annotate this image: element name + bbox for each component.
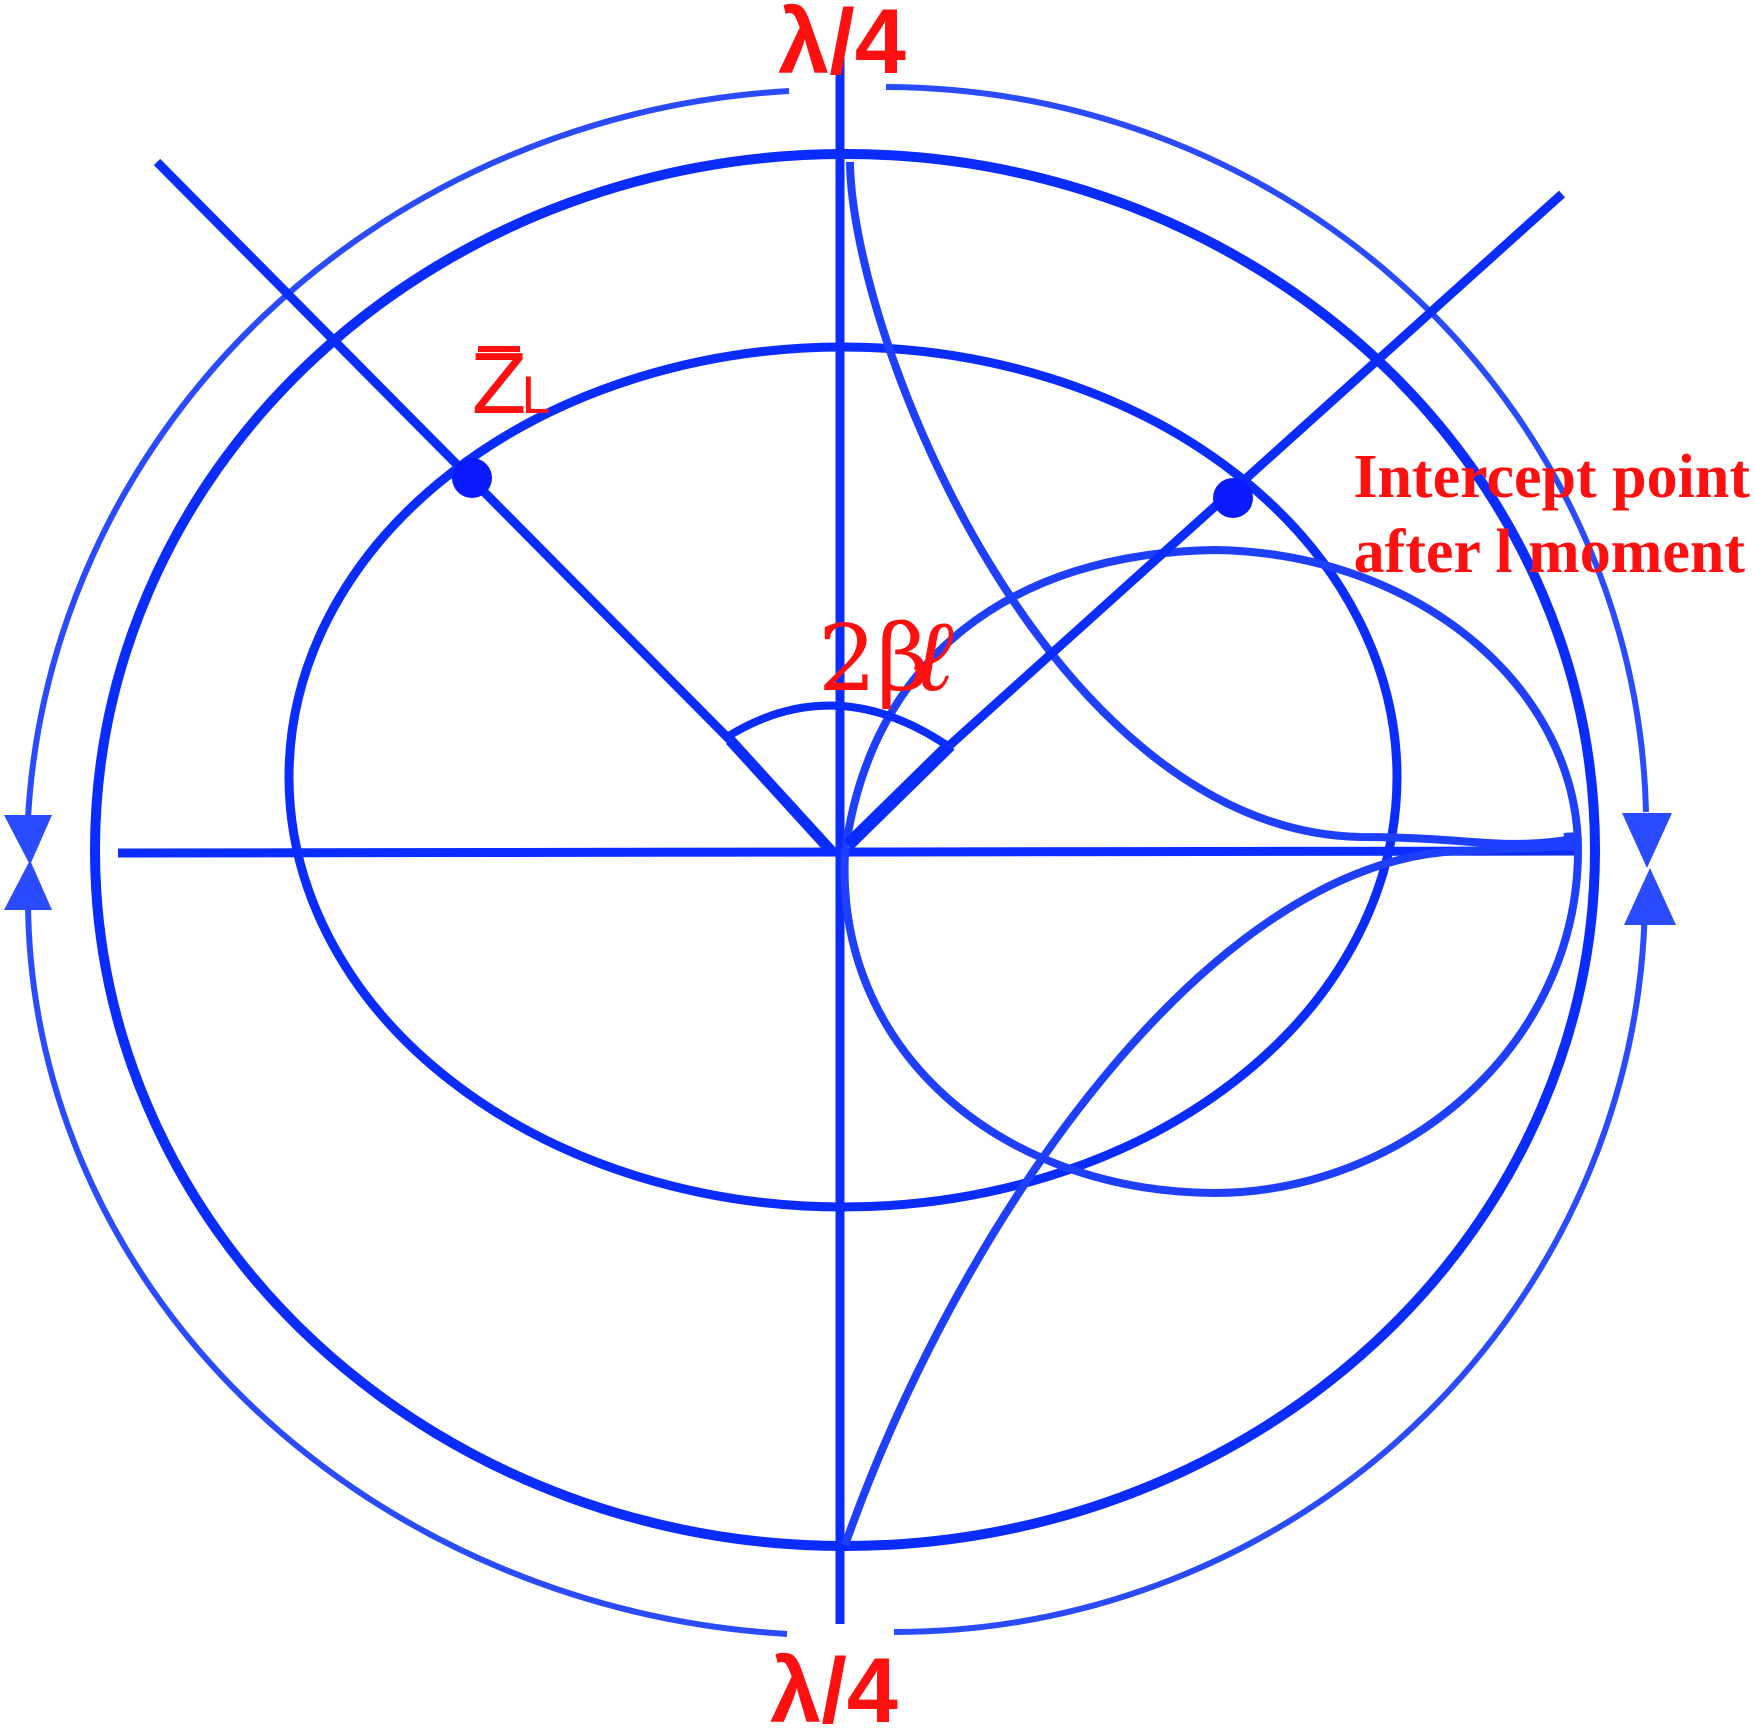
reactance-curve-upper xyxy=(846,161,1580,848)
arc-top-right xyxy=(885,84,1649,813)
chart-curves xyxy=(840,161,1583,1547)
angle-label-ell: ℓ xyxy=(912,597,954,714)
arrow-down-right-icon xyxy=(1622,813,1672,868)
arrow-up-right-icon xyxy=(1624,868,1676,925)
intercept-label-line1: Intercept point xyxy=(1353,443,1750,511)
bottom-quarter-wave-label: λ/4 xyxy=(770,1640,898,1728)
radial-line-load-inner xyxy=(725,736,838,857)
angle-label-prefix: 2β xyxy=(818,605,930,712)
load-impedance-symbol: Z xyxy=(471,338,527,433)
load-impedance-subscript: L xyxy=(521,367,549,425)
arc-bottom-left xyxy=(25,899,788,1637)
radial-line-intercept-inner xyxy=(843,740,955,850)
radial-lines xyxy=(153,158,1566,857)
intercept-label-line2: after l moment xyxy=(1354,518,1746,586)
angle-arc xyxy=(724,701,951,750)
arc-bottom-right xyxy=(893,889,1649,1635)
arrow-heads-right-icon xyxy=(1622,813,1676,925)
arrow-heads-left-icon xyxy=(4,815,52,910)
intercept-point xyxy=(1213,478,1253,518)
load-impedance-point xyxy=(452,458,492,498)
top-quarter-wave-label: λ/4 xyxy=(778,0,906,93)
unit-circle xyxy=(90,149,1600,1551)
reactance-curve-lower xyxy=(841,842,1579,1547)
arc-top-left xyxy=(25,88,790,819)
resistance-circle xyxy=(840,545,1583,1198)
radial-line-load xyxy=(153,158,734,744)
radial-line-intercept xyxy=(946,190,1566,749)
arrow-up-left-icon xyxy=(4,860,52,910)
arrow-down-left-icon xyxy=(4,815,52,865)
rotation-arcs xyxy=(25,84,1649,1637)
